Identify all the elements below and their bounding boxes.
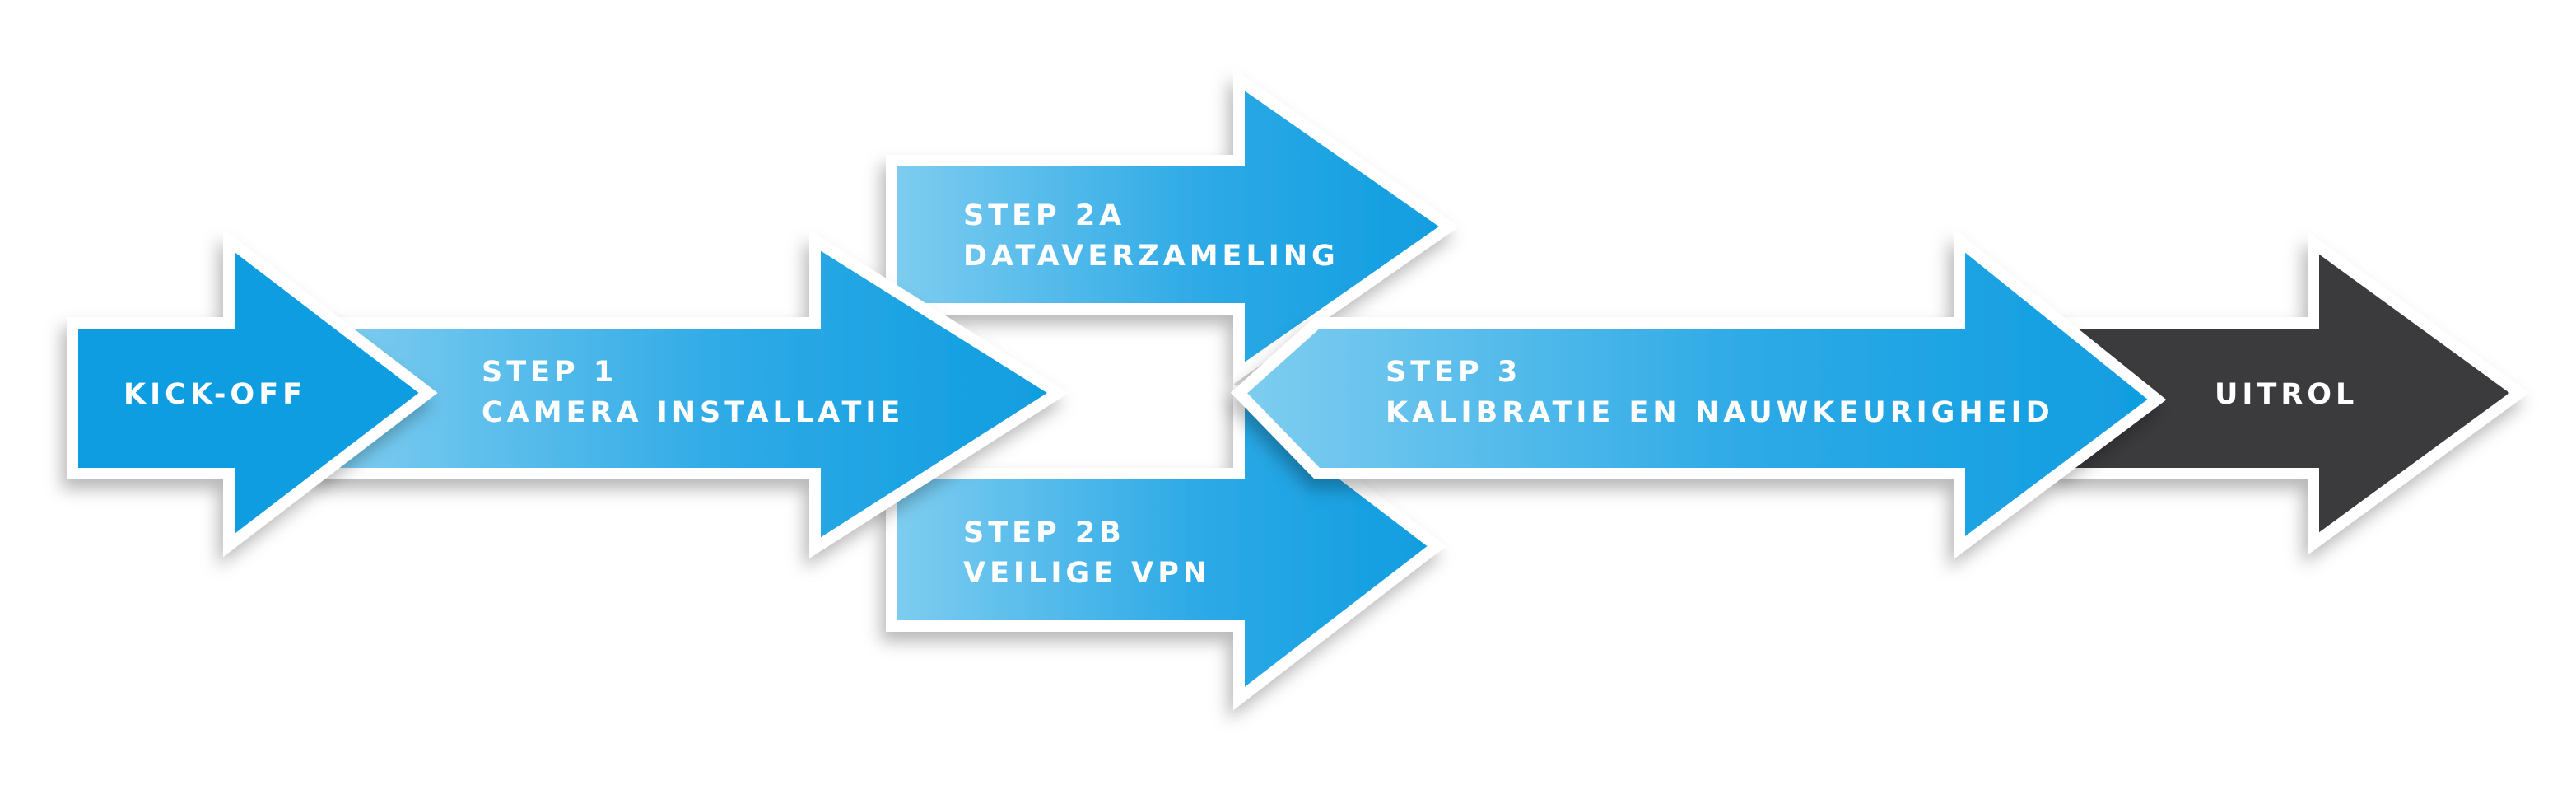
uitrol-arrow bbox=[2061, 231, 2529, 555]
step-2b-arrow bbox=[886, 383, 1446, 711]
step-2b-title: STEP 2B bbox=[963, 516, 1125, 549]
step-1-subtitle: CAMERA INSTALLATIE bbox=[482, 396, 904, 429]
step-2a-title: STEP 2A bbox=[963, 199, 1125, 232]
step-1-arrow bbox=[319, 230, 1069, 558]
kick-off-arrow bbox=[67, 228, 438, 558]
step-2b-subtitle: VEILIGE VPN bbox=[963, 557, 1211, 590]
step-3-subtitle: KALIBRATIE EN NAUWKEURIGHEID bbox=[1386, 396, 2054, 429]
step-3-title: STEP 3 bbox=[1386, 356, 1521, 389]
step-1-title: STEP 1 bbox=[482, 356, 617, 389]
step-2a-subtitle: DATAVERZAMELING bbox=[963, 240, 1339, 273]
kick-off-label: KICK-OFF bbox=[123, 378, 306, 411]
step-2a-arrow bbox=[886, 68, 1460, 385]
step-3-arrow bbox=[1230, 228, 2167, 559]
uitrol-label: UITROL bbox=[2215, 378, 2358, 411]
